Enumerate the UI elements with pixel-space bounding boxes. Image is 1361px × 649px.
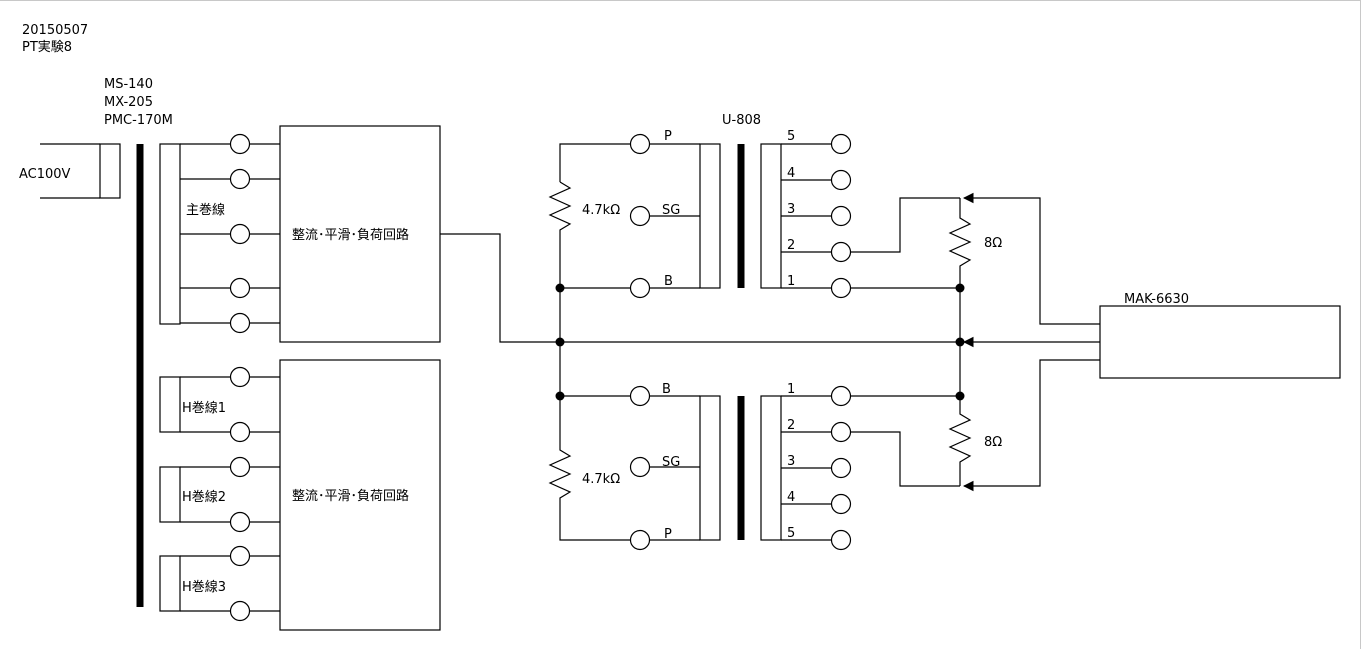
lower-primary-b-label: B — [662, 382, 671, 397]
probe-lead-lower — [962, 359, 1100, 492]
h-winding-2-label: H巻線2 — [182, 489, 226, 505]
lower-tap-3: 3 — [787, 454, 795, 469]
lower-primary-sg-label: SG — [662, 455, 680, 470]
h-winding-3-label: H巻線3 — [182, 579, 226, 595]
h-winding-2: H巻線2 — [159, 456, 280, 533]
upper-circuit-block: 整流･平滑･負荷回路 — [279, 125, 441, 343]
experiment-title: PT実験8 — [22, 39, 72, 55]
upper-primary-sg-label: SG — [662, 203, 680, 218]
lower-circuit-block: 整流･平滑･負荷回路 — [279, 359, 441, 631]
main-winding-terminal — [229, 168, 251, 190]
main-winding-terminal — [229, 223, 251, 245]
lower-primary-resistor-label: 4.7kΩ — [582, 472, 620, 487]
upper-tap-4: 4 — [787, 166, 795, 181]
lower-secondary: 1 2 3 4 5 8Ω — [760, 342, 1002, 551]
lower-tap-2: 2 — [787, 418, 795, 433]
main-winding-terminal — [229, 312, 251, 334]
date-label: 20150507 — [22, 23, 88, 38]
main-winding-label: 主巻線 — [186, 202, 225, 218]
lower-tap-4: 4 — [787, 490, 795, 505]
lower-circuit-label: 整流･平滑･負荷回路 — [292, 488, 409, 504]
ac-source: AC100V — [19, 143, 121, 199]
main-winding-terminal — [229, 277, 251, 299]
main-winding: 主巻線 — [159, 133, 280, 334]
upper-tap-1: 1 — [787, 274, 795, 289]
upper-tap-5: 5 — [787, 129, 795, 144]
ac-source-label: AC100V — [19, 167, 71, 182]
transformer-model-1: MS-140 — [104, 77, 153, 92]
measuring-instrument: MAK-6630 — [962, 192, 1341, 492]
upper-tap-3: 3 — [787, 202, 795, 217]
transformer-model-2: MX-205 — [104, 95, 153, 110]
transformer-model-3: PMC-170M — [104, 113, 173, 128]
instrument-label: MAK-6630 — [1124, 292, 1189, 307]
lower-tap-5: 5 — [787, 526, 795, 541]
lower-load-resistor-label: 8Ω — [984, 435, 1002, 450]
junction-dots — [555, 283, 965, 401]
probe-lead-upper — [962, 192, 1100, 325]
upper-primary-p-label: P — [664, 129, 672, 144]
upper-circuit-label: 整流･平滑･負荷回路 — [292, 227, 409, 243]
upper-primary: P SG B 4.7kΩ — [548, 129, 721, 299]
h-winding-1-label: H巻線1 — [182, 400, 226, 416]
lower-primary-p-label: P — [664, 527, 672, 542]
upper-primary-b-label: B — [664, 274, 673, 289]
upper-primary-resistor-label: 4.7kΩ — [582, 203, 620, 218]
upper-tap-2: 2 — [787, 238, 795, 253]
upper-secondary: 5 4 3 2 1 8Ω — [760, 129, 1002, 342]
lower-primary: B SG P 4.7kΩ — [548, 382, 721, 551]
h-winding-3: H巻線3 — [159, 545, 280, 622]
output-transformer-model: U-808 — [722, 113, 761, 128]
main-winding-terminal — [229, 133, 251, 155]
lower-tap-1: 1 — [787, 382, 795, 397]
b-plus-wire — [440, 233, 960, 343]
upper-load-resistor-label: 8Ω — [984, 236, 1002, 251]
h-winding-1: H巻線1 — [159, 366, 280, 443]
